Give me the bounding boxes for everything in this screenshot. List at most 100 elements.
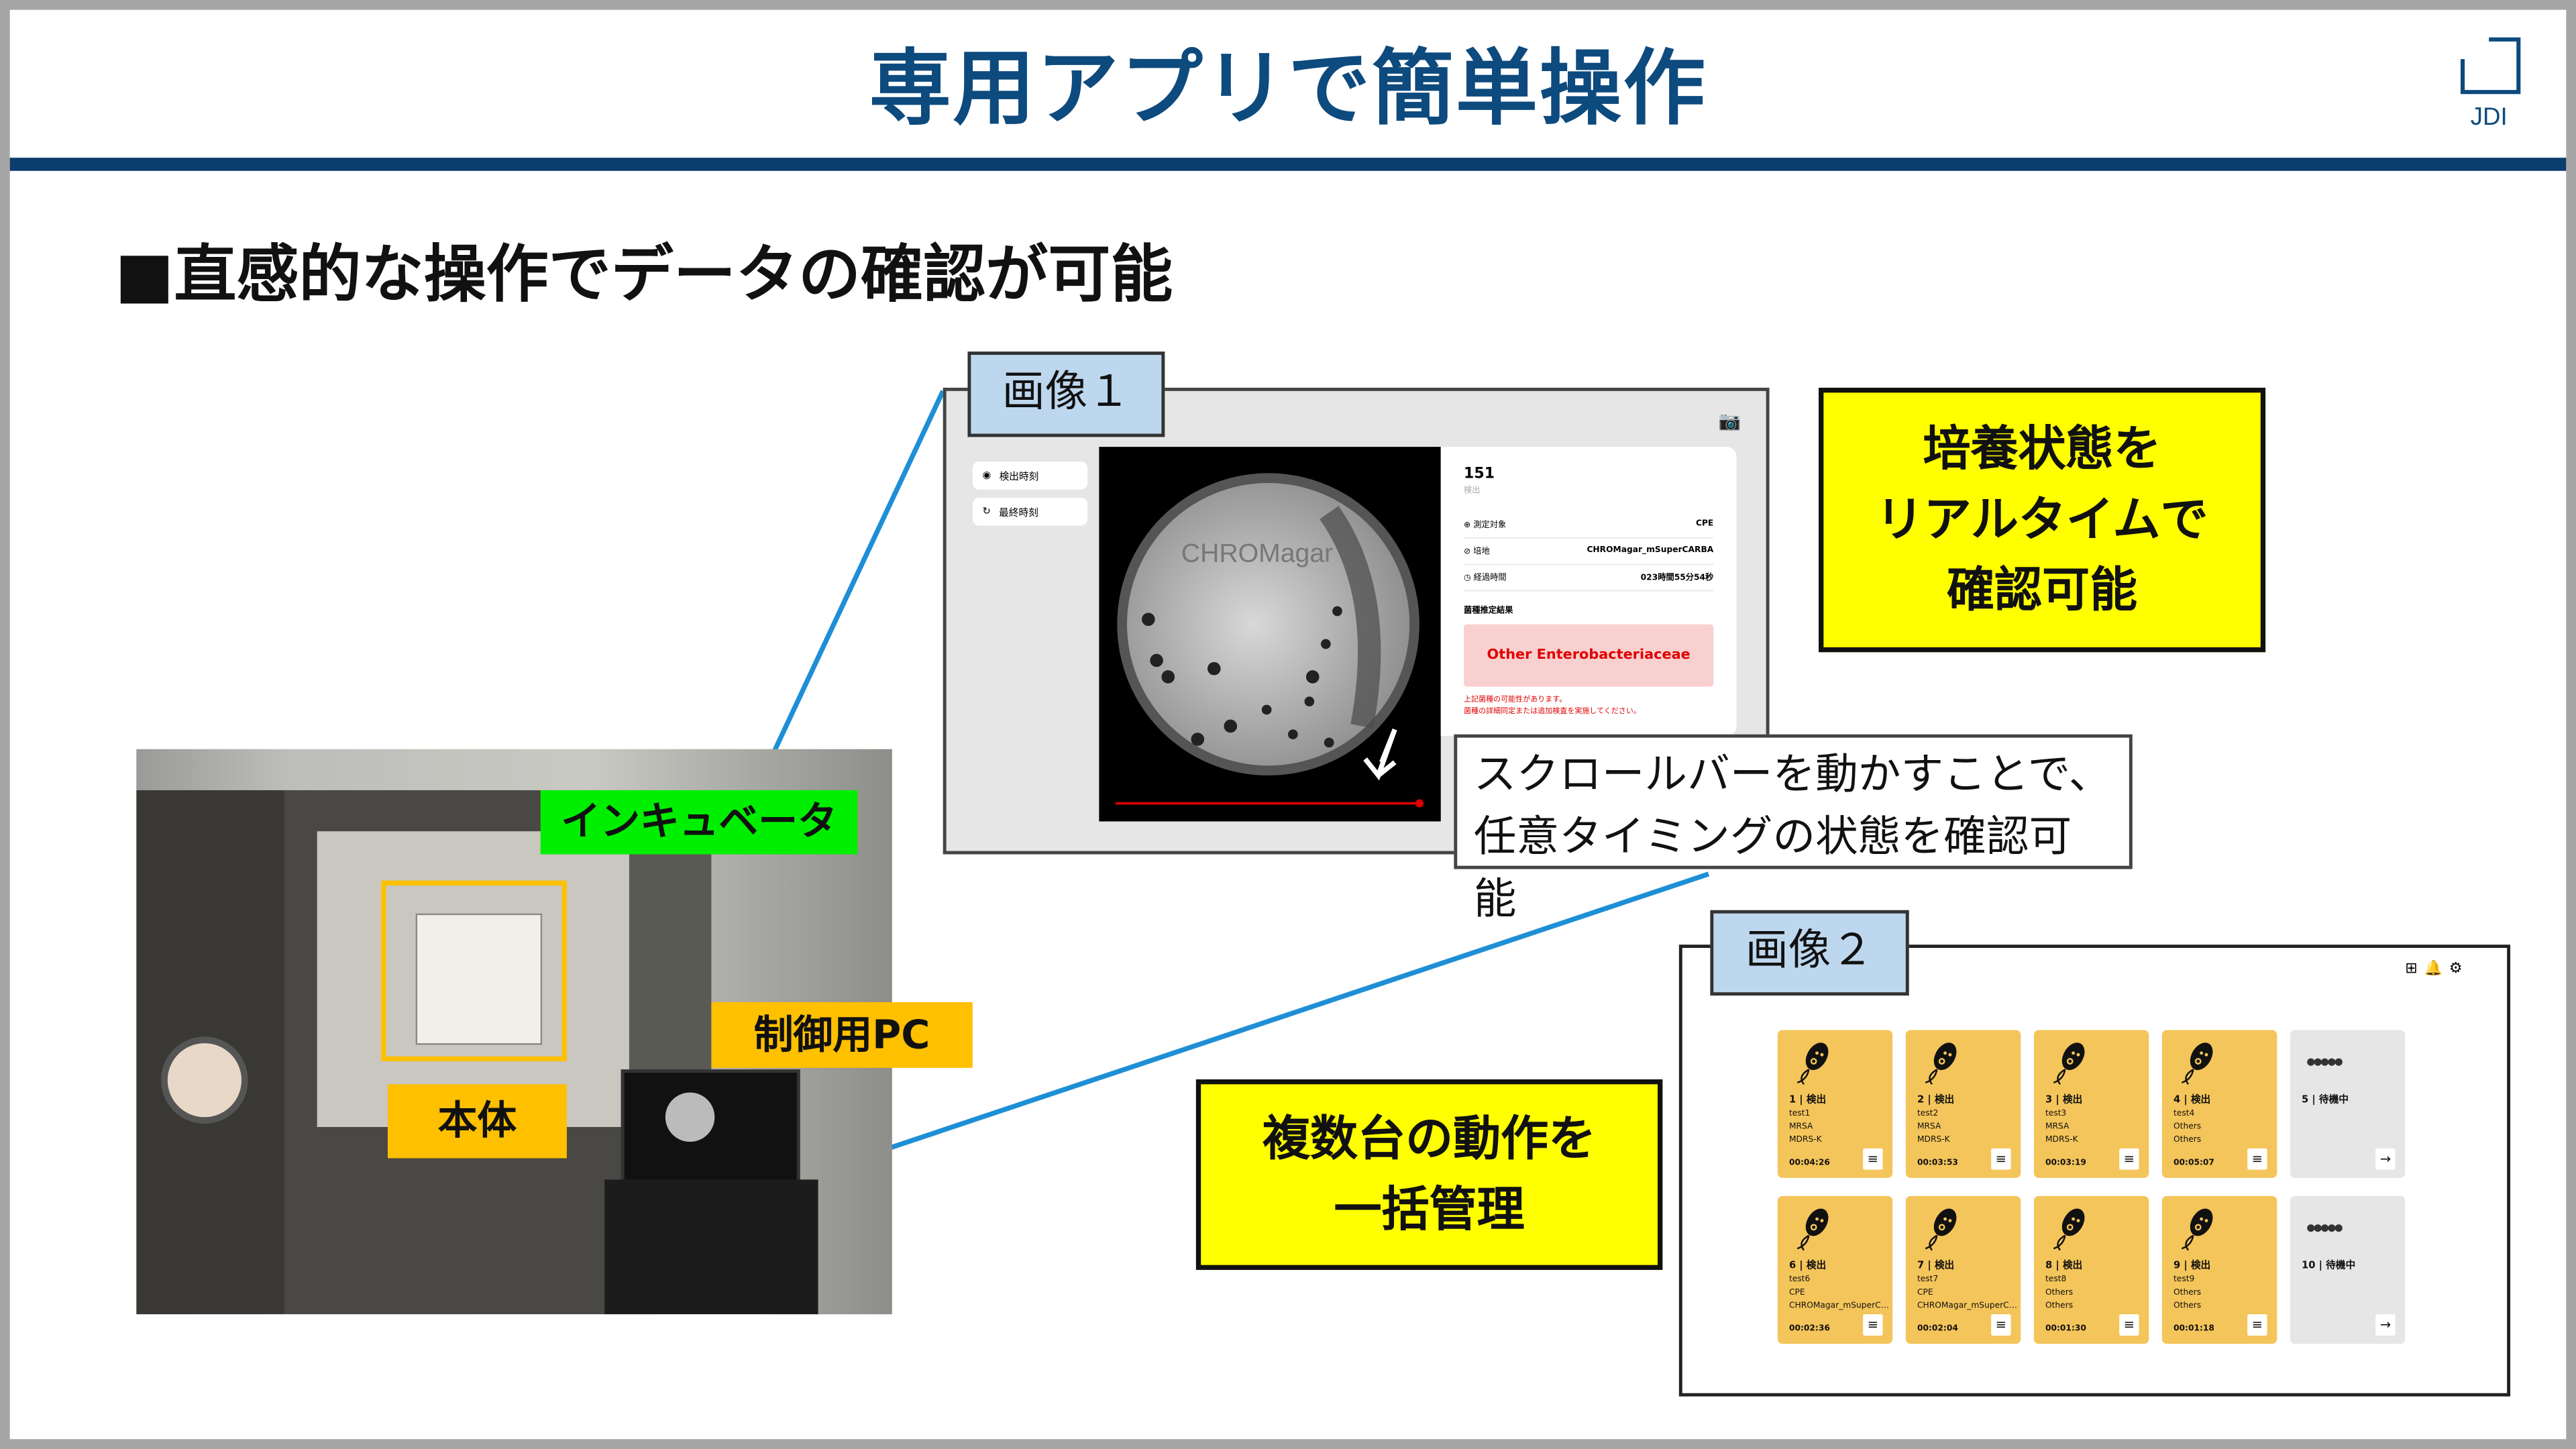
- card-title: 8 | 検出: [2045, 1260, 2083, 1272]
- body-label: 本体: [387, 1084, 567, 1159]
- bacteria-icon: [2053, 1208, 2085, 1251]
- image2-label: 画像２: [1710, 910, 1909, 996]
- history-icon: ↻: [982, 506, 991, 518]
- jdi-logo: JDI: [2453, 33, 2525, 131]
- scrollbar-callout: スクロールバーを動かすことで、 任意タイミングの状態を確認可能: [1454, 734, 2133, 925]
- menu-icon[interactable]: ≡: [1863, 1314, 1883, 1336]
- realtime-callout: 培養状態を リアルタイムで 確認可能: [1819, 387, 2266, 653]
- card-info-line: Others: [2045, 1301, 2074, 1311]
- slide-title: 専用アプリで簡単操作: [869, 41, 1707, 137]
- card-elapsed-time: 00:04:26: [1788, 1158, 1830, 1169]
- card-info-line: CPE: [1788, 1288, 1805, 1298]
- card-title: 7 | 検出: [1917, 1260, 1955, 1272]
- menu-icon[interactable]: ≡: [1991, 1148, 2011, 1170]
- card-elapsed-time: 00:02:36: [1788, 1324, 1830, 1334]
- menu-icon[interactable]: ≡: [2119, 1314, 2139, 1336]
- card-info-line: test8: [2045, 1275, 2067, 1285]
- card-info-line: MDRS-K: [1788, 1135, 1822, 1145]
- result-note-1: 上記菌種の可能性があります。: [1464, 696, 1567, 705]
- result-heading: 菌種推定結果: [1464, 606, 1513, 616]
- card-info-line: CHROMagar_mSuperC…: [1788, 1301, 1889, 1311]
- bacteria-icon: [2053, 1042, 2085, 1085]
- petri-dish-image: CHROMagar: [1099, 447, 1441, 822]
- card-title: 3 | 検出: [2045, 1094, 2083, 1106]
- card-info-line: Others: [2174, 1288, 2202, 1298]
- batch-manage-callout: 複数台の動作を 一括管理: [1195, 1079, 1663, 1271]
- bacteria-icon: [2181, 1208, 2213, 1251]
- menu-icon[interactable]: ≡: [2119, 1148, 2139, 1170]
- card-elapsed-time: 00:05:07: [2174, 1158, 2214, 1169]
- title-divider: [9, 158, 2567, 171]
- slash-circle-icon: ⊘: [1464, 546, 1471, 556]
- card-info-line: Others: [2174, 1135, 2202, 1145]
- bacteria-icon: [1925, 1208, 1957, 1251]
- search-target-icon: ◉: [982, 470, 991, 482]
- card-info-line: Others: [2174, 1301, 2202, 1311]
- card-info-line: test9: [2174, 1275, 2195, 1285]
- card-info-line: CHROMagar_mSuperC…: [1917, 1301, 2017, 1311]
- card-info-line: MRSA: [2045, 1122, 2070, 1132]
- menu-icon[interactable]: ≡: [1863, 1148, 1883, 1170]
- waiting-dots-icon: ●●●●●: [2306, 1056, 2343, 1068]
- device-card[interactable]: ●●●●● 10 | 待機中 →: [2290, 1195, 2406, 1344]
- detection-time-button[interactable]: ◉検出時刻: [972, 462, 1088, 490]
- card-elapsed-time: 00:03:19: [2045, 1158, 2086, 1169]
- bacteria-icon: [1796, 1042, 1829, 1085]
- card-info-line: test6: [1788, 1275, 1811, 1285]
- arrow-right-icon[interactable]: →: [2375, 1314, 2396, 1336]
- gear-icon[interactable]: ⚙: [2449, 961, 2463, 978]
- card-info-line: MRSA: [1917, 1122, 1941, 1132]
- bacteria-icon: [1796, 1208, 1829, 1251]
- bell-icon[interactable]: 🔔: [2424, 961, 2443, 978]
- clock-icon: ◷: [1464, 572, 1471, 583]
- card-elapsed-time: 00:02:04: [1917, 1324, 1958, 1334]
- card-elapsed-time: 00:01:18: [2174, 1324, 2214, 1334]
- menu-icon[interactable]: ≡: [1991, 1314, 2011, 1336]
- section-heading: ■直感的な操作でデータの確認が可能: [115, 238, 1173, 311]
- plate-label: CHROMagar: [1181, 539, 1333, 568]
- card-title: 2 | 検出: [1917, 1094, 1955, 1106]
- species-result: Other Enterobacteriaceae: [1464, 624, 1714, 687]
- last-time-button[interactable]: ↻最終時刻: [972, 498, 1088, 526]
- laptop-keyboard: [604, 1179, 818, 1315]
- arrow-right-icon[interactable]: →: [2375, 1148, 2396, 1170]
- card-info-line: CPE: [1917, 1288, 1933, 1298]
- menu-icon[interactable]: ≡: [2247, 1314, 2267, 1336]
- bacteria-icon: [2181, 1042, 2213, 1085]
- result-note-2: 菌種の詳細同定または追加検査を実施してください。: [1464, 708, 1641, 716]
- detection-count-label: 検出: [1464, 486, 1481, 496]
- wall-clock: [161, 1036, 248, 1124]
- camera-icon[interactable]: 📷: [1718, 411, 1741, 433]
- card-info-line: Others: [2174, 1122, 2202, 1132]
- card-title: 10 | 待機中: [2302, 1260, 2356, 1272]
- card-info-line: MRSA: [1788, 1122, 1813, 1132]
- card-info-line: test4: [2174, 1109, 2195, 1119]
- card-info-line: test2: [1917, 1109, 1939, 1119]
- plus-circle-icon: ⊕: [1464, 520, 1471, 530]
- menu-icon[interactable]: ≡: [2247, 1148, 2267, 1170]
- device-card[interactable]: ●●●●●5 | 待機中→: [2290, 1030, 2406, 1178]
- scrollbar-handle: [1415, 799, 1424, 808]
- image1-label: 画像１: [967, 352, 1165, 437]
- card-info-line: test3: [2045, 1109, 2067, 1119]
- card-info-line: test7: [1917, 1275, 1939, 1285]
- card-info-line: MDRS-K: [2045, 1135, 2078, 1145]
- svg-text:JDI: JDI: [2471, 103, 2508, 130]
- device-stack: [415, 913, 543, 1045]
- card-title: 9 | 検出: [2174, 1260, 2211, 1272]
- add-device-icon[interactable]: ⊞: [2405, 961, 2418, 978]
- waiting-dots-icon: ●●●●●: [2306, 1222, 2343, 1234]
